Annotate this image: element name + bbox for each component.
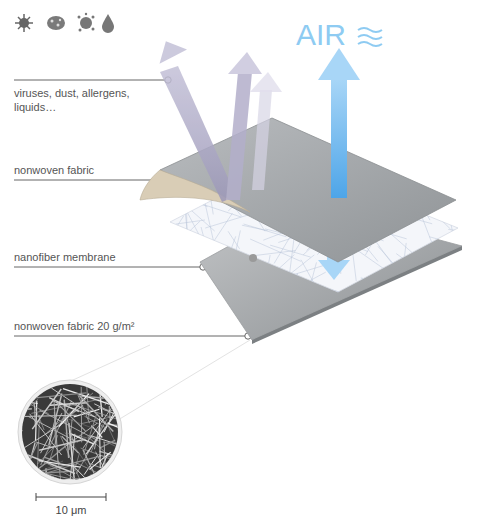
blocked-arrows: [152, 35, 282, 202]
scale-label: 10 μm: [21, 503, 121, 517]
micrograph-fibers: [0, 382, 172, 529]
layer-label: nanofiber membrane: [14, 250, 194, 264]
allergen-icon: [78, 13, 95, 32]
virus-icon: [15, 14, 33, 32]
layer-label: nonwoven fabric: [14, 163, 184, 177]
zoom-line: [118, 340, 250, 420]
air-label: AIR: [296, 18, 366, 52]
air-waves: [358, 28, 382, 46]
contaminant-label: viruses, dust, allergens, liquids…: [14, 86, 154, 114]
layer-label: nonwoven fabric 20 g/m²: [14, 319, 234, 333]
air-arrow-upper: [318, 48, 360, 198]
membrane-dot: [249, 254, 257, 262]
dust-icon: [47, 16, 65, 30]
droplet-icon: [102, 14, 114, 33]
scale-bar: [36, 493, 106, 501]
